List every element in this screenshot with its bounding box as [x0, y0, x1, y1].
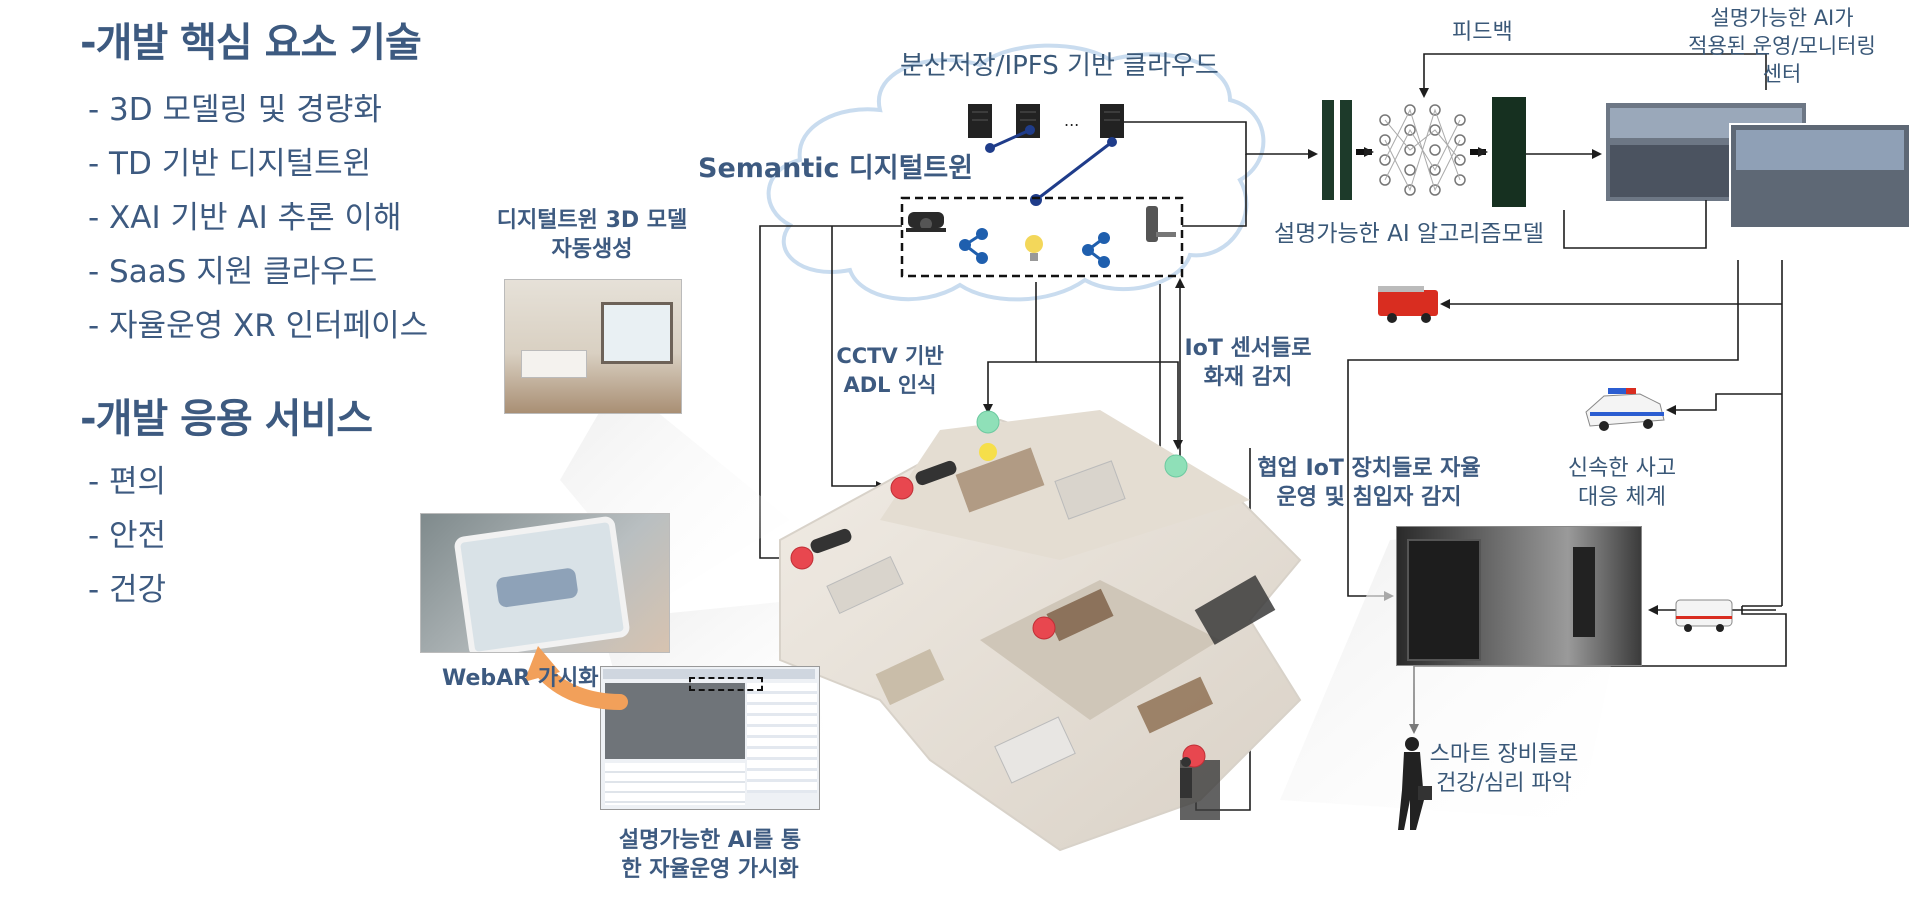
- core-tech-list: - 3D 모델링 및 경량화 - TD 기반 디지털트윈 - XAI 기반 AI…: [88, 84, 428, 354]
- intruder-cctv-image: [1396, 526, 1642, 666]
- cctv-camera-icon: [915, 460, 957, 486]
- semantic-dt-label: Semantic 디지털트윈: [698, 153, 974, 184]
- label-line: 화재 감지: [1203, 365, 1293, 390]
- ambulance-icon: [1675, 599, 1733, 632]
- cctv-adl-label: CCTV 기반 ADL 인식: [830, 342, 950, 400]
- label-line: CCTV 기반: [836, 344, 944, 368]
- webar-arrow-icon: [524, 646, 628, 710]
- app-services-heading: -개발 응용 서비스: [80, 396, 373, 442]
- sofa-shape: [495, 567, 579, 609]
- cctv-camera-icon: [810, 528, 852, 554]
- bulb-icon: [1025, 235, 1043, 261]
- webar-label: WebAR 가시화: [442, 666, 599, 691]
- share-node-icon: [959, 228, 988, 264]
- label-line: 디지털트윈 3D 모델: [496, 208, 688, 233]
- rapid-response-label: 신속한 사고 대응 체계: [1546, 454, 1698, 512]
- app-services-list: - 편의 - 안전 - 건강: [88, 456, 166, 618]
- xai-model-label: 설명가능한 AI 알고리즘모델: [1274, 221, 1544, 247]
- server-icon: [968, 104, 992, 138]
- list-item: - SaaS 지원 클라우드: [88, 254, 378, 290]
- door-lock-icon: [1146, 206, 1176, 242]
- person-silhouette: [1573, 547, 1595, 637]
- bedroom-3d-model-image: [504, 279, 682, 414]
- label-line: 스마트 장비들로: [1429, 742, 1579, 767]
- window-shape: [601, 302, 673, 364]
- walking-person-icon: [1398, 737, 1432, 830]
- feedback-label: 피드백: [1452, 20, 1513, 45]
- label-line: 설명가능한 AI가: [1710, 6, 1854, 30]
- cctv-camera-icon: [906, 212, 946, 232]
- label-line: ADL 인식: [843, 373, 937, 397]
- collab-iot-label: 협업 IoT 장치들로 자율 운영 및 침입자 감지: [1244, 454, 1494, 512]
- bed-shape: [521, 350, 587, 378]
- share-node-icon: [1082, 232, 1110, 268]
- list-item: - 3D 모델링 및 경량화: [88, 92, 382, 128]
- label-line: 설명가능한 AI를 통: [618, 828, 802, 853]
- door-shape: [1407, 539, 1481, 661]
- tablet-shape: [453, 515, 631, 652]
- label-line: 신속한 사고: [1567, 456, 1677, 481]
- dt-3d-model-label: 디지털트윈 3D 모델 자동생성: [482, 206, 702, 264]
- list-item: - 편의: [88, 464, 167, 500]
- monitoring-center-label: 설명가능한 AI가 적용된 운영/모니터링 센터: [1664, 4, 1900, 88]
- label-line: 적용된 운영/모니터링: [1688, 34, 1876, 58]
- webar-tablet-image: [420, 513, 670, 653]
- server-icon: [1100, 104, 1124, 138]
- label-line: IoT 센서들로: [1184, 336, 1312, 361]
- label-line: 센터: [1762, 62, 1802, 86]
- xai-visual-label: 설명가능한 AI를 통 한 자율운영 가시화: [600, 826, 820, 884]
- label-line: 협업 IoT 장치들로 자율: [1257, 456, 1481, 481]
- camera-feed: [605, 683, 745, 759]
- neural-network-icon: [1322, 97, 1526, 207]
- label-line: 운영 및 침입자 감지: [1276, 485, 1462, 510]
- highlight-box: [689, 677, 763, 691]
- label-line: 한 자율운영 가시화: [621, 857, 799, 882]
- list-item: - 건강: [88, 572, 167, 608]
- smart-devices-label: 스마트 장비들로 건강/심리 파악: [1418, 740, 1590, 798]
- server-ellipsis: ...: [1064, 111, 1080, 130]
- core-tech-heading: -개발 핵심 요소 기술: [80, 20, 422, 66]
- cloud-shape: [766, 43, 1266, 302]
- dashboard-table: [747, 683, 817, 793]
- iot-fire-label: IoT 센서들로 화재 감지: [1168, 334, 1328, 392]
- label-line: 자동생성: [551, 237, 633, 262]
- list-item: - 자율운영 XR 인터페이스: [88, 308, 429, 344]
- cloud-title: 분산저장/IPFS 기반 클라우드: [900, 51, 1219, 81]
- walking-person-icon: [1180, 757, 1192, 798]
- list-item: - XAI 기반 AI 추론 이해: [88, 200, 402, 236]
- fire-truck-icon: [1378, 286, 1438, 323]
- police-car-icon: [1585, 388, 1665, 431]
- label-line: 건강/심리 파악: [1436, 771, 1572, 796]
- dashboard-log: [605, 763, 745, 805]
- list-item: - 안전: [88, 518, 167, 554]
- label-line: 대응 체계: [1578, 485, 1666, 510]
- sensor-markers: [790, 410, 1206, 768]
- dashboard-toolbar: [603, 669, 815, 679]
- list-item: - TD 기반 디지털트윈: [88, 146, 372, 182]
- xai-dashboard-image: [600, 666, 820, 810]
